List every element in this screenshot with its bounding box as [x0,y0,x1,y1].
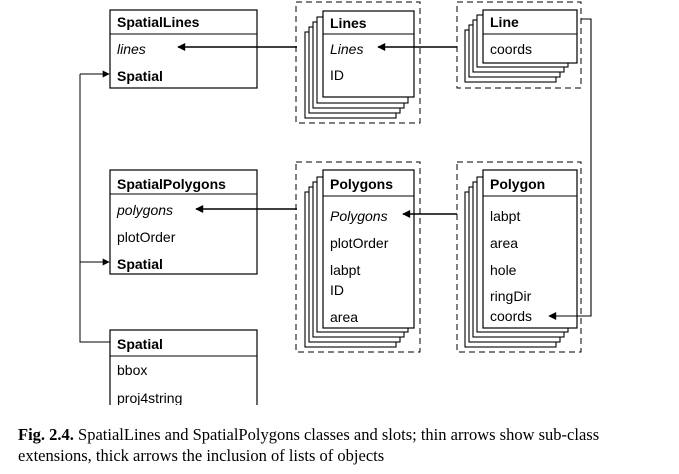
spatial-polygons-class: SpatialPolygons polygons plotOrder Spati… [109,169,258,275]
polygons-slot-area: area [330,309,358,325]
polygon-class: Polygon labpt area hole ringDir coords [456,161,582,353]
polygon-slot-hole: hole [490,262,517,278]
spatial-lines-slot-spatial: Spatial [117,68,163,84]
subclass-extension-arrows [79,70,110,343]
polygons-slot-id: ID [330,282,344,298]
polygon-slot-labpt: labpt [490,208,520,224]
list-inclusion-arrows [177,18,592,320]
polygons-class: Polygons Polygons plotOrder labpt ID are… [295,161,421,353]
lines-slot-lines: Lines [330,41,363,57]
polygons-title: Polygons [330,176,393,192]
line-title: Line [490,14,519,30]
line-slot-coords: coords [490,41,532,57]
lines-slot-id: ID [330,67,344,83]
polygon-slot-coords: coords [490,308,532,324]
figure-caption: Fig. 2.4. SpatialLines and SpatialPolygo… [18,424,668,466]
spatial-lines-slot-lines: lines [117,41,146,57]
polygons-slot-polygons: Polygons [330,208,388,224]
class-diagram: SpatialLines lines Spatial SpatialPolygo… [79,1,592,405]
arrow-line-coords-to-polygon-coords [548,18,592,320]
subclass-bracket [79,74,110,343]
spatial-slot-proj4string: proj4string [117,390,182,405]
polygon-slot-area: area [490,235,518,251]
spatial-lines-class: SpatialLines lines Spatial [109,9,258,89]
spatial-lines-title: SpatialLines [117,14,200,30]
spatial-polygons-slot-polygons: polygons [116,202,173,218]
lines-title: Lines [330,15,367,31]
spatial-polygons-slot-spatial: Spatial [117,256,163,272]
figure-label: Fig. 2.4. [18,425,74,444]
spatial-class: Spatial bbox proj4string [109,329,258,405]
line-class: Line coords [456,1,582,89]
polygons-slot-labpt: labpt [330,262,360,278]
spatial-polygons-slot-plotorder: plotOrder [117,229,176,245]
polygon-title: Polygon [490,176,545,192]
spatial-title: Spatial [117,336,163,352]
polygons-slot-plotorder: plotOrder [330,235,389,251]
spatial-polygons-title: SpatialPolygons [117,176,226,192]
figure-caption-text: SpatialLines and SpatialPolygons classes… [18,425,600,465]
lines-class: Lines Lines ID [295,1,421,124]
polygon-slot-ringdir: ringDir [490,288,532,304]
spatial-slot-bbox: bbox [117,362,147,378]
